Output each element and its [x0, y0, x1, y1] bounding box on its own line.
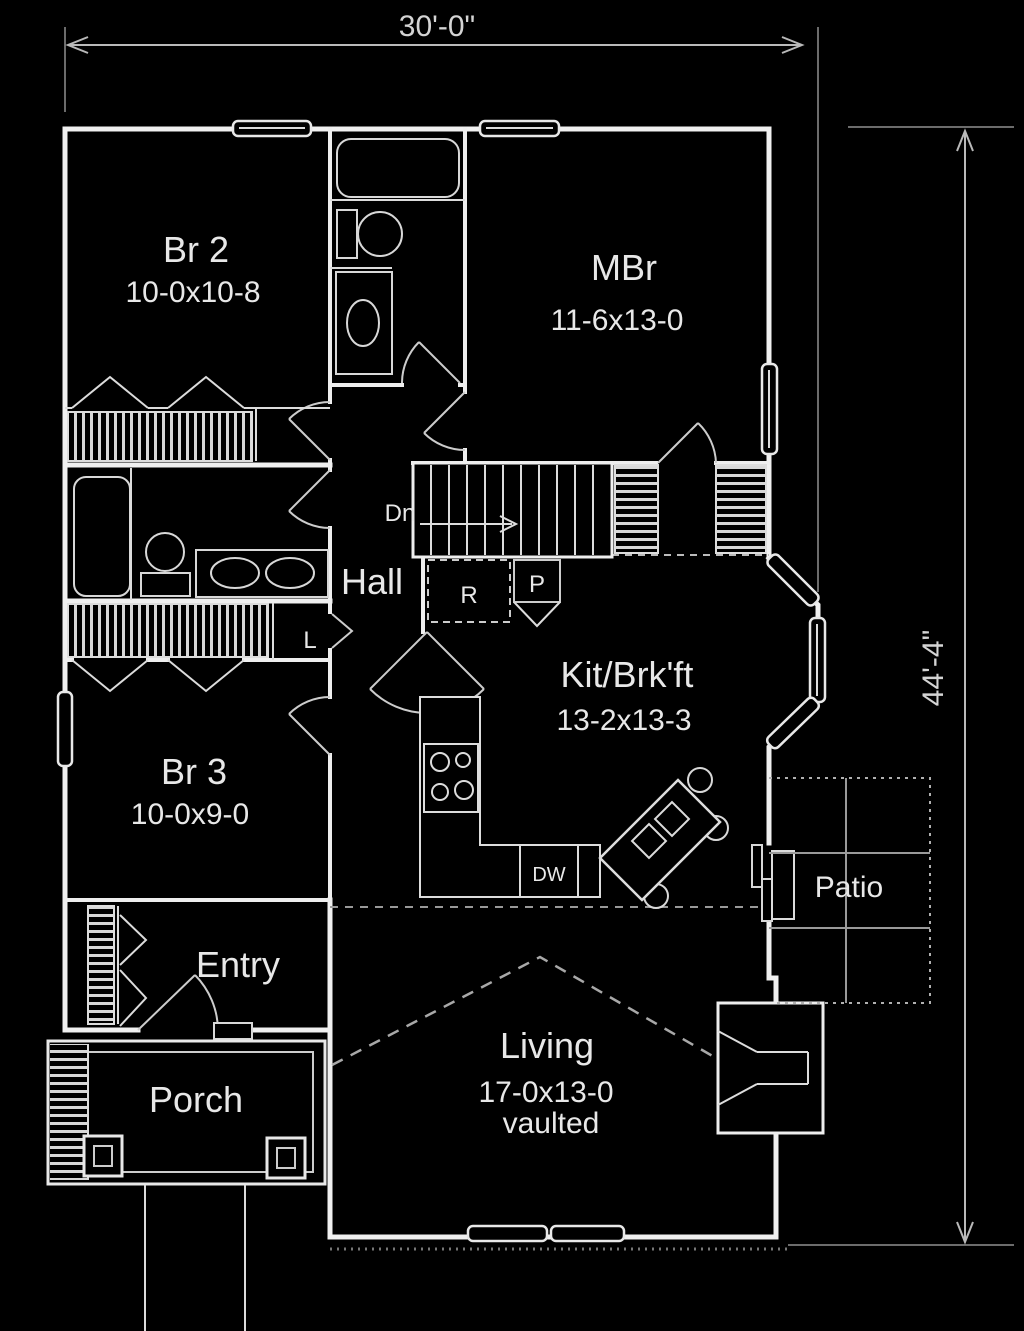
front-door-sill	[213, 1022, 253, 1040]
kitchen-fixtures	[419, 559, 729, 909]
dishwasher-space	[519, 845, 579, 897]
bath1-toilet-icon	[357, 211, 403, 257]
kitchen-size: 13-2x13-3	[556, 704, 691, 737]
pantry-label: P	[529, 571, 545, 598]
bath2-fixtures	[73, 468, 329, 600]
entry-label: Entry	[196, 944, 280, 985]
entry-coat-closet	[87, 905, 115, 1025]
bath2-toilet-tank	[140, 572, 191, 597]
island-sink-icon	[630, 822, 668, 860]
kitchen-label: Kit/Brk'ft	[561, 654, 694, 695]
linen-closet-door	[331, 613, 354, 649]
vaulted-ceiling-ridge	[331, 955, 717, 1067]
bath1-sink-icon	[346, 299, 380, 347]
doors	[137, 341, 795, 1040]
br2-door	[288, 401, 331, 461]
bath1-tub-icon	[336, 138, 460, 198]
bath1-toilet-tank	[336, 209, 358, 259]
porch-steps	[50, 1044, 88, 1180]
porch-label: Porch	[149, 1079, 243, 1120]
porch-post-right	[265, 1136, 307, 1180]
mbr-label: MBr	[591, 247, 657, 288]
front-walkway	[144, 1185, 246, 1331]
cooktop-icon	[423, 743, 479, 813]
closets	[65, 375, 767, 1027]
front-door	[137, 974, 253, 1040]
stairs-down-label: Dn	[385, 500, 416, 527]
br3-size: 10-0x9-0	[131, 798, 249, 831]
porch-post-left	[82, 1134, 124, 1178]
mbr-closet-door	[657, 422, 717, 464]
bath1-door	[401, 341, 461, 384]
living-window-right-icon	[549, 1224, 626, 1243]
mbr-closet-right	[715, 464, 767, 554]
pantry	[513, 559, 561, 603]
linen-closet-label: L	[303, 627, 316, 654]
overall-width-dimension: 30'-0"	[399, 10, 475, 43]
br2-closet	[67, 411, 253, 462]
stairs	[411, 461, 614, 559]
living-label: Living	[500, 1025, 594, 1066]
br3-label: Br 3	[161, 751, 227, 792]
hall-label: Hall	[341, 561, 403, 602]
mbr-door	[423, 391, 466, 451]
br2-size: 10-0x10-8	[125, 276, 260, 309]
bay-window-upper-icon	[766, 553, 820, 607]
refrigerator-space	[427, 559, 511, 623]
interior-walls	[62, 127, 771, 908]
bath1-fixtures	[330, 138, 465, 375]
br2-label: Br 2	[163, 229, 229, 270]
br3-door	[288, 696, 331, 756]
mbr-closet-left	[614, 464, 659, 554]
bath2-toilet-icon	[145, 532, 185, 572]
overall-height-dimension: 44'-4"	[917, 630, 950, 706]
windows	[56, 119, 827, 1251]
patio-tile-grid	[769, 778, 930, 1003]
bay-window-lower-icon	[765, 696, 821, 750]
bath2-sink-left-icon	[210, 557, 260, 589]
dishwasher-label: DW	[532, 864, 565, 886]
patio-sliding-door	[751, 844, 795, 922]
patio-label: Patio	[815, 871, 883, 904]
br3-window-icon	[56, 690, 74, 768]
living-window-left-icon	[466, 1224, 549, 1243]
living-size: 17-0x13-0	[478, 1076, 613, 1109]
bath2-door	[288, 469, 331, 529]
refrigerator-label: R	[460, 582, 477, 609]
bath2-tub-icon	[73, 476, 131, 597]
living-note: vaulted	[503, 1107, 600, 1140]
kitchen-island	[598, 767, 729, 909]
fireplace	[716, 1001, 825, 1135]
mbr-size: 11-6x13-0	[551, 304, 684, 337]
dimension-annotations: 30'-0" 44'-4"	[64, 10, 1014, 1246]
porch-area	[46, 1039, 327, 1331]
br3-closet	[67, 603, 269, 658]
bath2-sink-right-icon	[265, 557, 315, 589]
patio-area	[769, 777, 931, 1004]
room-labels: Br 2 10-0x10-8 MBr 11-6x13-0 Hall Dn Kit…	[125, 229, 883, 1140]
